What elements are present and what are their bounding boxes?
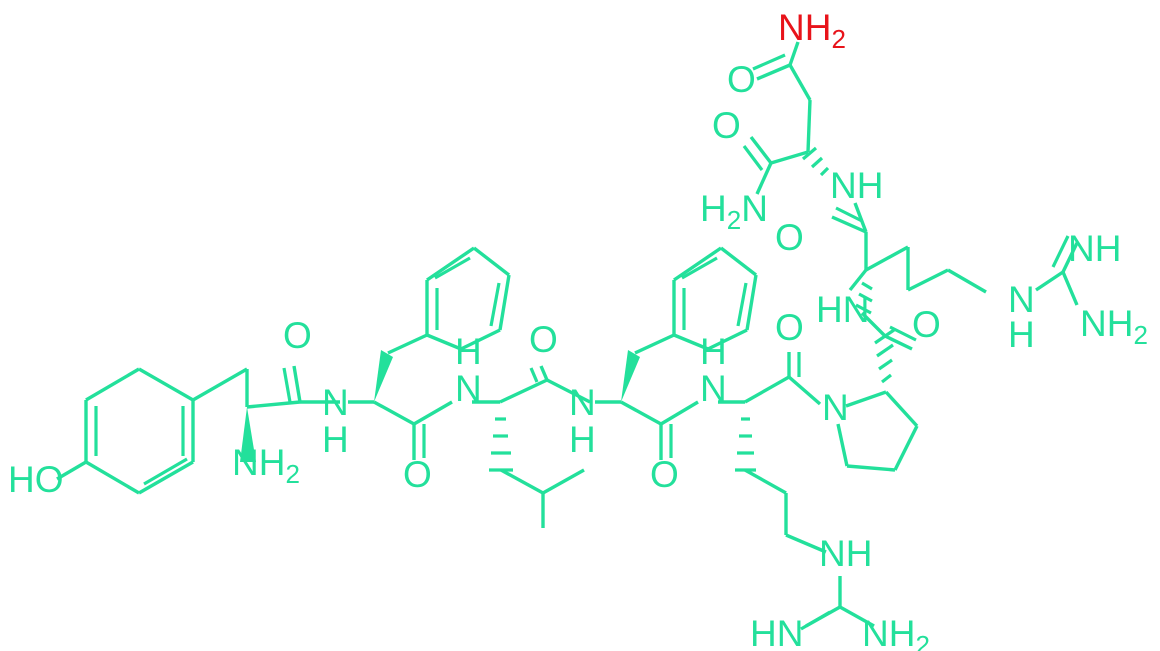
label-asn-amide-nh: NH	[830, 165, 883, 206]
label-amide2-h: H	[455, 331, 482, 372]
label-carbonyl-o-phe2: O	[650, 454, 679, 495]
phe2-benzene-ring	[672, 246, 758, 351]
asparagine-residue	[742, 41, 830, 195]
label-amide4-n: N	[700, 368, 727, 409]
label-arg1-side-hn: HN	[750, 613, 803, 651]
label-amide1-h: H	[322, 419, 349, 460]
label-arg1-side-nh: NH	[819, 533, 872, 574]
label-tyr-hydroxyl: HO	[8, 459, 64, 500]
arginine-2-residue	[831, 202, 1079, 315]
tyr-hydroxyl-bond	[56, 460, 87, 481]
asn-ca-hash	[801, 146, 830, 177]
label-arg2-side-nh: NH	[1068, 228, 1121, 269]
label-asn-side-h2n: H2N	[700, 188, 768, 235]
phenylalanine-1-residue	[348, 246, 511, 460]
label-carbonyl-o-asn-side: O	[727, 59, 756, 100]
label-amide3-h: H	[569, 419, 596, 460]
label-arg1-side-nh2: NH2	[862, 613, 930, 651]
proline-residue	[836, 311, 919, 472]
label-amide2-n: N	[455, 368, 482, 409]
label-arg2-side-n: N	[1008, 279, 1035, 320]
label-terminal-amide-nh2: NH2	[778, 7, 846, 54]
label-arg2-side-nh2: NH2	[1080, 303, 1148, 350]
label-arg2-amide-hn: HN	[816, 289, 869, 330]
arginine-1-residue	[718, 352, 875, 631]
tyr-cb-bond	[192, 367, 248, 402]
phenylalanine-2-residue	[595, 246, 758, 460]
tyr-amine-wedge	[240, 407, 256, 462]
label-amide1-n: N	[322, 382, 349, 423]
arg2-n-hash	[855, 281, 873, 315]
tyr-phenol-ring	[84, 367, 195, 495]
label-carbonyl-o-tyr: O	[283, 315, 312, 356]
phe1-cb-wedge	[374, 350, 393, 402]
leu-cb-hash	[489, 417, 513, 472]
label-carbonyl-o-leu: O	[529, 319, 558, 360]
label-pro-ring-n: N	[822, 387, 849, 428]
label-tyr-alpha-amine: NH2	[232, 442, 300, 489]
label-amide3-n: N	[569, 382, 596, 423]
label-arg2-side-n-h: H	[1008, 314, 1035, 355]
label-carbonyl-o-pro: O	[912, 304, 941, 345]
leucine-residue	[472, 365, 591, 528]
phe1-benzene-ring	[425, 246, 511, 351]
tyrosine-residue	[56, 365, 340, 495]
tyr-ca-co-bond	[246, 400, 301, 409]
arg1-cb-hash	[735, 417, 756, 472]
label-carbonyl-o-arg1: O	[775, 307, 804, 348]
label-carbonyl-o-phe1: O	[403, 454, 432, 495]
label-amide4-h: H	[700, 331, 727, 372]
phe2-cb-wedge	[621, 350, 640, 402]
label-carbonyl-o-asn-main: O	[712, 105, 741, 146]
atom-labels: HO NH2 O N H O H N O N H O H N O N O	[8, 7, 1148, 651]
label-carbonyl-o-arg2: O	[775, 217, 804, 258]
